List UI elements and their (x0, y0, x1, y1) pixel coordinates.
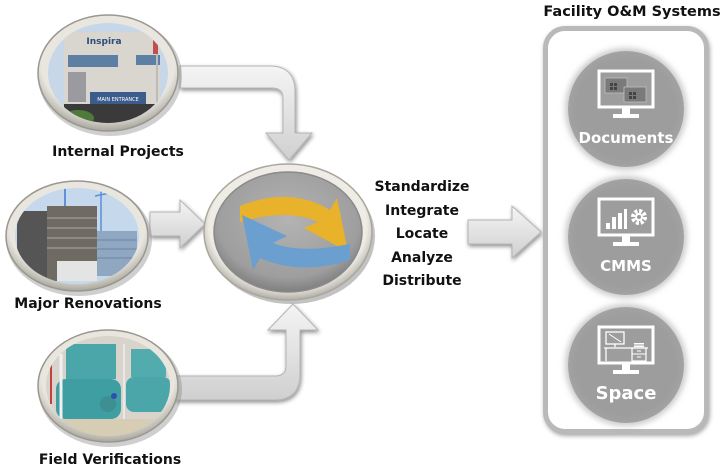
building-sign-text: Inspira (86, 37, 121, 47)
system-documents: Documents (568, 51, 684, 167)
entrance-sign-text: MAIN ENTRANCE (97, 97, 139, 103)
process-step: Locate (395, 226, 449, 242)
field-verifications-photo (37, 329, 182, 447)
process-step: Integrate (385, 202, 459, 219)
sync-arrow-top (240, 196, 348, 252)
input-label-internal-projects: Internal Projects (52, 144, 184, 160)
integration-hub (203, 163, 375, 304)
arrow-internal-to-hub (179, 65, 314, 161)
internal-projects-photo: MAIN ENTRANCE Inspira (37, 14, 182, 136)
arrow-hub-to-systems (467, 204, 542, 260)
monitor-chart-gear-icon (597, 197, 655, 246)
arrow-field-to-hub (174, 303, 320, 401)
arrow-renovations-to-hub (149, 198, 206, 250)
systems-panel: Documents CMMS (543, 26, 709, 434)
input-label-field-verifications: Field Verifications (38, 452, 182, 468)
monitor-desk-icon (597, 325, 655, 374)
system-space: Space (568, 307, 684, 423)
system-label-cmms: CMMS (600, 257, 652, 275)
process-step: Analyze (391, 249, 453, 266)
input-label-major-renovations: Major Renovations (14, 296, 162, 312)
system-cmms: CMMS (568, 179, 684, 295)
process-steps: Standardize Integrate Locate Analyze Dis… (368, 176, 476, 294)
major-renovations-photo (5, 180, 152, 296)
systems-title: Facility O&M Systems (543, 4, 721, 20)
sync-arrow-bottom (242, 215, 350, 270)
process-step: Distribute (382, 273, 462, 289)
sync-arrows-icon (240, 196, 350, 270)
process-step: Standardize (374, 179, 470, 195)
system-label-documents: Documents (578, 129, 674, 147)
monitor-folders-icon (597, 69, 655, 118)
system-label-space: Space (595, 383, 657, 404)
